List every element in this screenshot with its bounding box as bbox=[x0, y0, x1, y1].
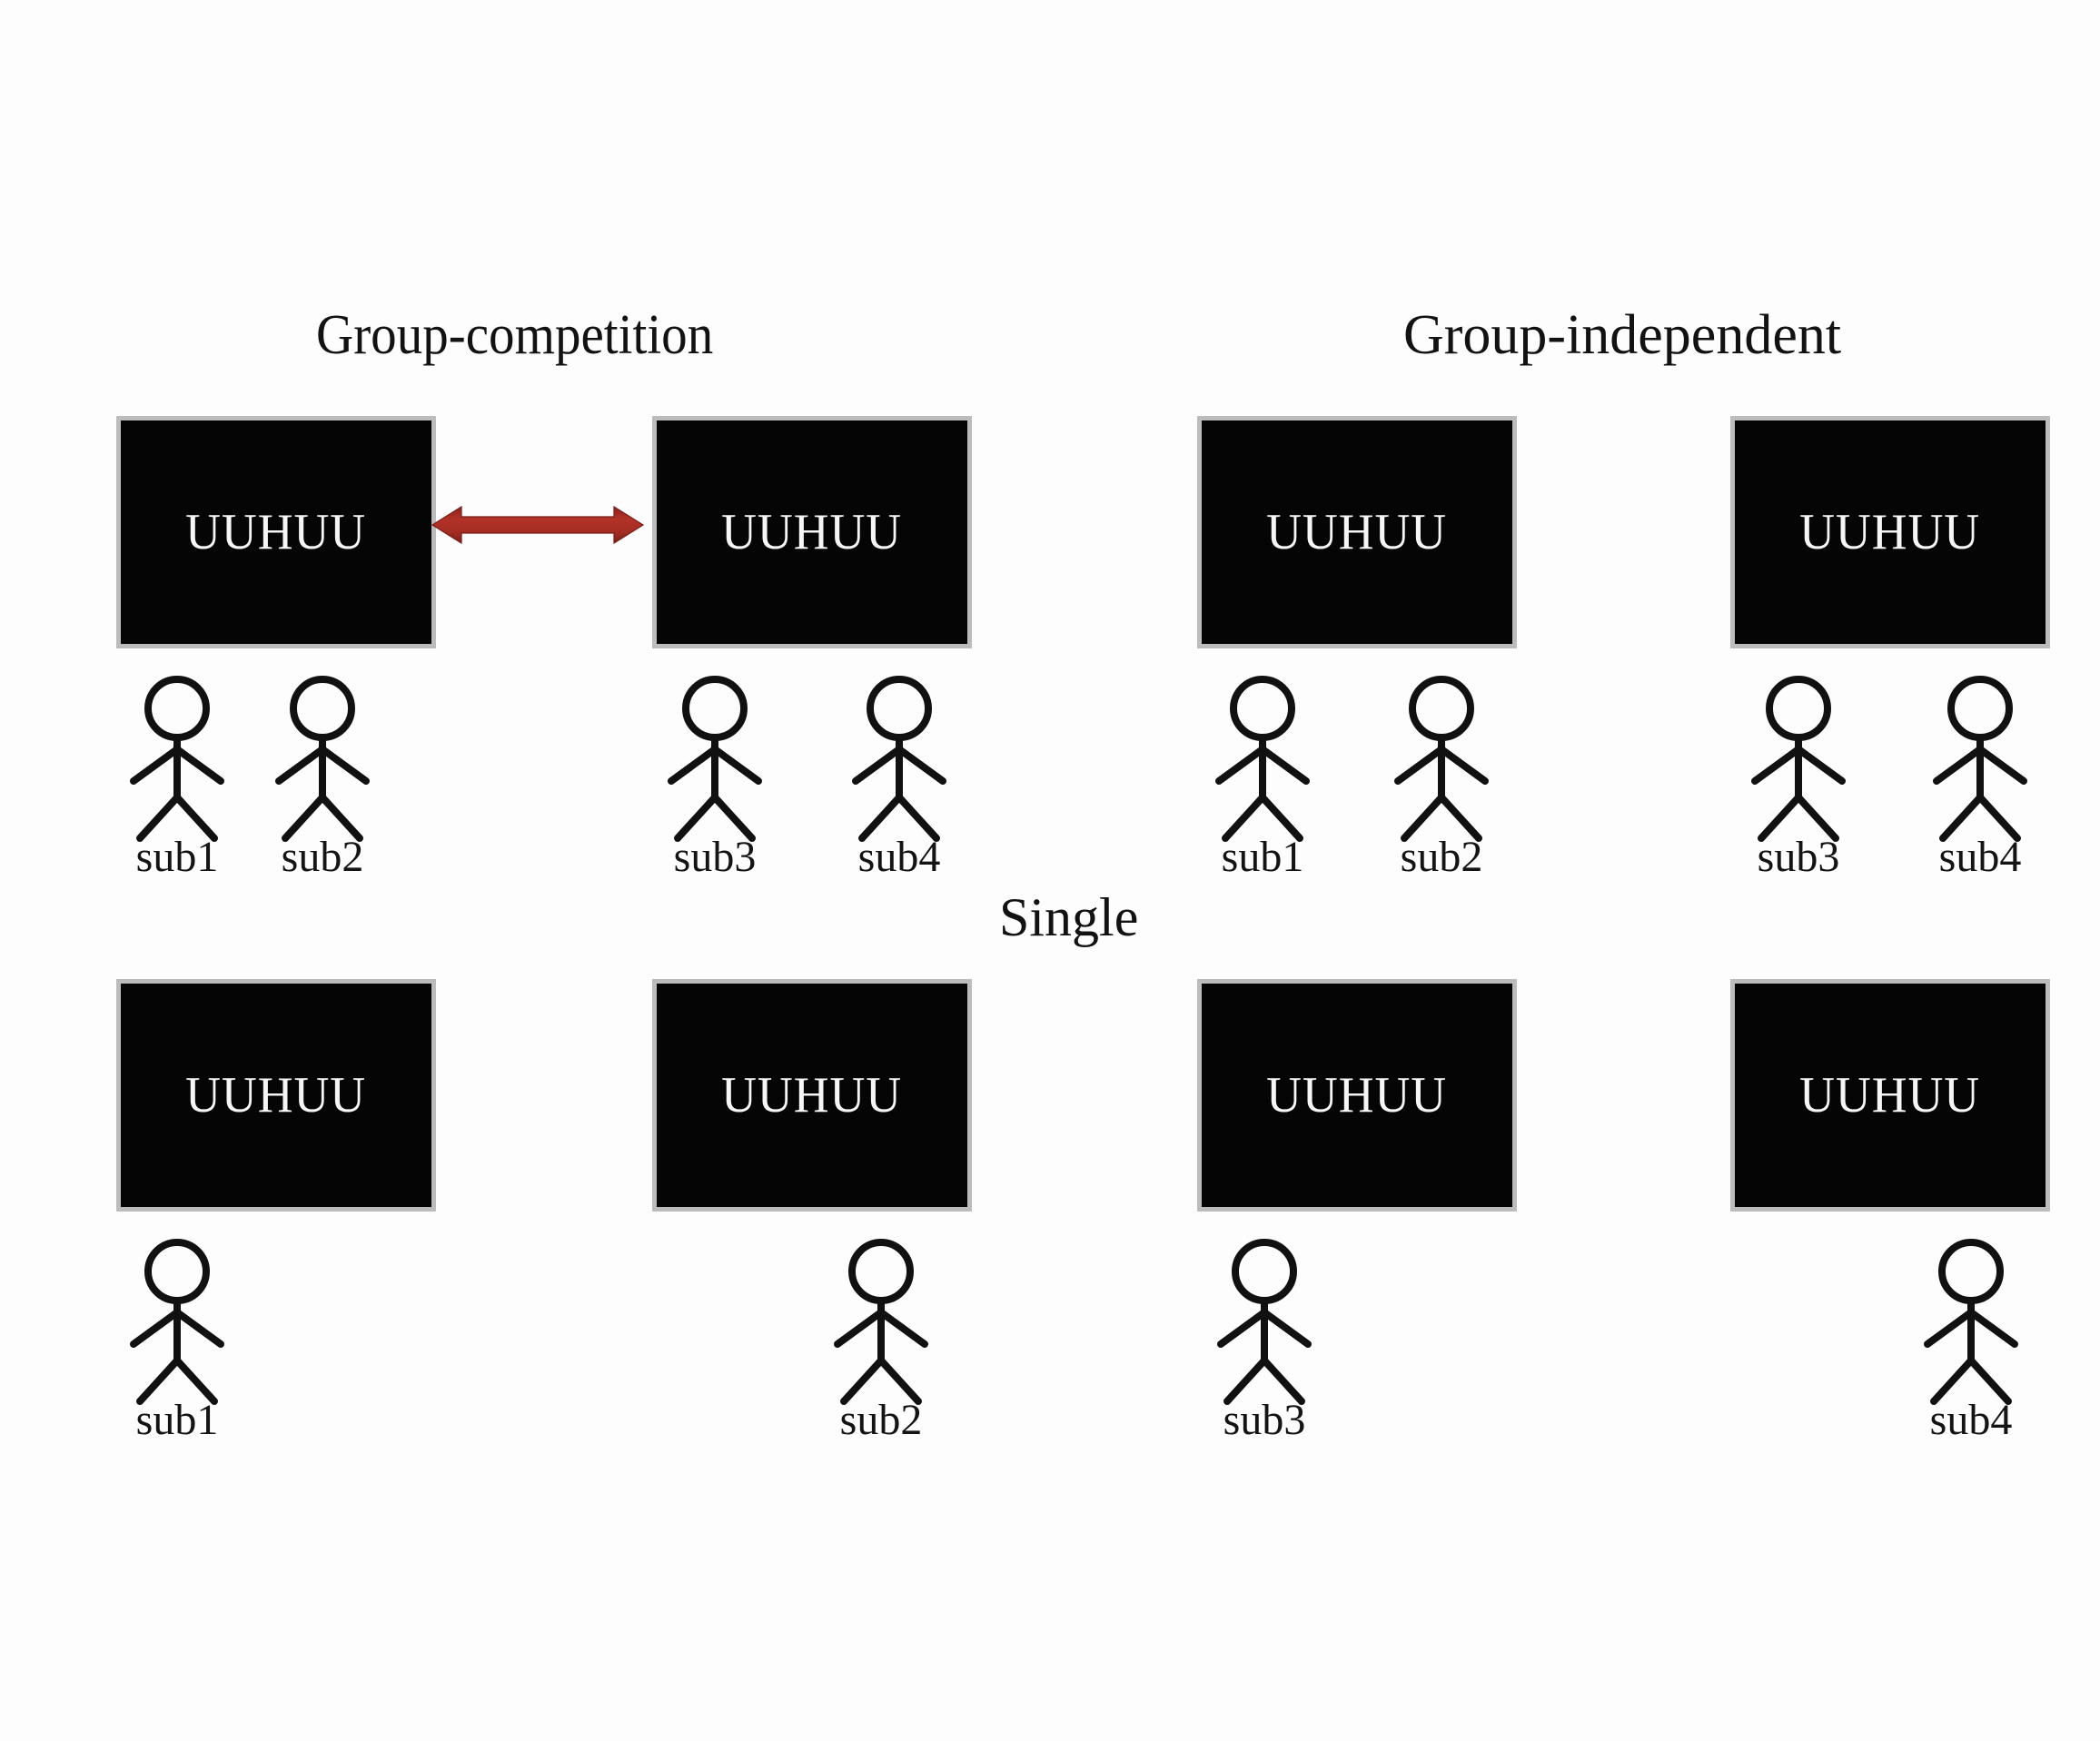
screen-single-sub1: UUHUU bbox=[116, 979, 436, 1212]
stick-figure-gc-sub1: sub1 bbox=[109, 672, 245, 899]
person-label: sub4 bbox=[1929, 1396, 2013, 1444]
screen-single-sub2: UUHUU bbox=[652, 979, 972, 1212]
person-icon bbox=[275, 676, 370, 842]
person-label: sub2 bbox=[281, 833, 364, 881]
person-icon bbox=[668, 676, 762, 842]
person-label: sub2 bbox=[1400, 833, 1483, 881]
person-icon bbox=[834, 1239, 928, 1405]
person-label: sub3 bbox=[1223, 1396, 1306, 1444]
screen-gi-sub1-sub2: UUHUU bbox=[1197, 416, 1517, 648]
person-label: sub1 bbox=[135, 833, 219, 881]
person-icon bbox=[1217, 1239, 1312, 1405]
screen-single-sub3: UUHUU bbox=[1197, 979, 1517, 1212]
screen-stimulus-text: UUHUU bbox=[1266, 504, 1448, 560]
stick-figure-single-sub3: sub3 bbox=[1196, 1235, 1332, 1462]
stick-figure-gi-sub1: sub1 bbox=[1194, 672, 1331, 899]
person-label: sub3 bbox=[1757, 833, 1840, 881]
person-icon bbox=[1751, 676, 1846, 842]
screen-stimulus-text: UUHUU bbox=[1799, 504, 1981, 560]
person-icon bbox=[852, 676, 946, 842]
person-icon bbox=[1933, 676, 2027, 842]
person-icon bbox=[130, 1239, 224, 1405]
person-label: sub4 bbox=[857, 833, 941, 881]
screen-single-sub4: UUHUU bbox=[1730, 979, 2050, 1212]
screen-gi-sub3-sub4: UUHUU bbox=[1730, 416, 2050, 648]
person-icon bbox=[1394, 676, 1489, 842]
person-label: sub3 bbox=[673, 833, 757, 881]
person-icon bbox=[130, 676, 224, 842]
condition-title-group-independent: Group-independent bbox=[1403, 304, 1842, 366]
stick-figure-single-sub2: sub2 bbox=[813, 1235, 949, 1462]
person-label: sub1 bbox=[1221, 833, 1304, 881]
stick-figure-gi-sub4: sub4 bbox=[1912, 672, 2048, 899]
stick-figure-gc-sub3: sub3 bbox=[647, 672, 783, 899]
screen-stimulus-text: UUHUU bbox=[1266, 1067, 1448, 1123]
screen-stimulus-text: UUHUU bbox=[1799, 1067, 1981, 1123]
stick-figure-single-sub1: sub1 bbox=[109, 1235, 245, 1462]
screen-stimulus-text: UUHUU bbox=[721, 1067, 903, 1123]
screen-stimulus-text: UUHUU bbox=[185, 1067, 367, 1123]
stick-figure-single-sub4: sub4 bbox=[1903, 1235, 2039, 1462]
screen-gc-sub3-sub4: UUHUU bbox=[652, 416, 972, 648]
screen-stimulus-text: UUHUU bbox=[185, 504, 367, 560]
person-icon bbox=[1215, 676, 1310, 842]
stick-figure-gc-sub4: sub4 bbox=[831, 672, 967, 899]
person-label: sub2 bbox=[839, 1396, 923, 1444]
person-label: sub1 bbox=[135, 1396, 219, 1444]
stick-figure-gc-sub2: sub2 bbox=[254, 672, 391, 899]
stick-figure-gi-sub2: sub2 bbox=[1373, 672, 1510, 899]
stick-figure-gi-sub3: sub3 bbox=[1730, 672, 1867, 899]
double-headed-arrow-icon bbox=[431, 505, 645, 545]
screen-stimulus-text: UUHUU bbox=[721, 504, 903, 560]
screen-gc-sub1-sub2: UUHUU bbox=[116, 416, 436, 648]
person-label: sub4 bbox=[1938, 833, 2022, 881]
condition-title-group-competition: Group-competition bbox=[316, 304, 714, 366]
condition-title-single: Single bbox=[999, 887, 1139, 947]
person-icon bbox=[1924, 1239, 2018, 1405]
